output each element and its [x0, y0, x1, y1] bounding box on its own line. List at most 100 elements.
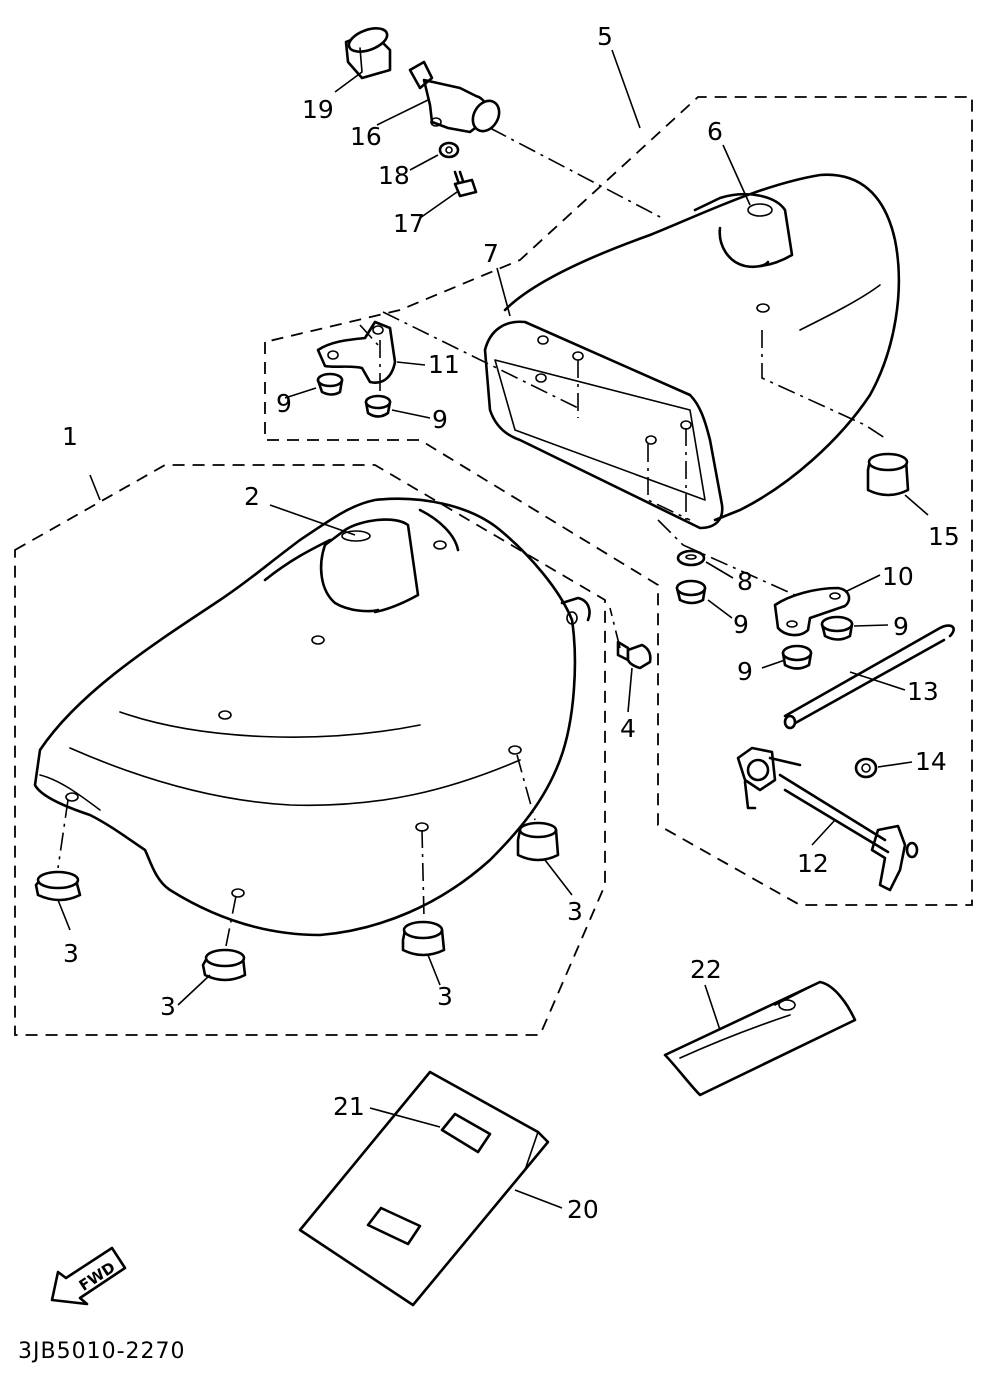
leader-line [89, 474, 101, 501]
chain-line [421, 829, 425, 919]
seat-lock-icon [736, 746, 919, 892]
chain-line [489, 127, 663, 219]
nut-icon [820, 615, 854, 641]
damper-icon [201, 948, 247, 982]
callout-12: 12 [797, 849, 829, 878]
callout-9: 9 [893, 612, 909, 641]
callout-17: 17 [393, 209, 425, 238]
washer-icon [854, 757, 878, 779]
manual-icon [298, 1070, 550, 1307]
leader-line [544, 859, 573, 896]
bracket-icon [773, 586, 851, 637]
damper-icon [34, 870, 82, 902]
leader-line [611, 49, 641, 129]
nut-icon [781, 644, 813, 670]
callout-15: 15 [928, 522, 960, 551]
callout-1: 1 [62, 422, 78, 451]
leader-line [396, 361, 426, 366]
leader-line [284, 387, 317, 399]
leader-line [514, 1189, 563, 1209]
key-cylinder-icon [408, 60, 501, 134]
leader-line [391, 409, 431, 419]
chain-line [57, 799, 69, 869]
callout-21: 21 [333, 1092, 365, 1121]
chain-line [761, 330, 889, 441]
leader-line [849, 671, 906, 691]
callout-9: 9 [733, 610, 749, 639]
leader-line [705, 561, 734, 579]
callout-3: 3 [63, 939, 79, 968]
callout-6: 6 [707, 117, 723, 146]
callout-19: 19 [302, 95, 334, 124]
callout-9: 9 [276, 389, 292, 418]
nut-icon [316, 372, 344, 396]
leader-line [496, 267, 511, 317]
callout-2: 2 [244, 482, 260, 511]
callout-9: 9 [737, 657, 753, 686]
group-5-boundary [264, 96, 973, 906]
washer-icon [676, 549, 706, 567]
washer-icon [438, 141, 460, 159]
leader-line [627, 667, 633, 713]
callout-16: 16 [350, 122, 382, 151]
chain-line [516, 754, 536, 821]
callout-7: 7 [483, 239, 499, 268]
callout-3: 3 [567, 897, 583, 926]
leader-line [409, 154, 439, 171]
manual-label-icon [440, 1112, 492, 1154]
leader-line [722, 144, 751, 206]
nut-icon [364, 394, 392, 418]
callout-13: 13 [907, 677, 939, 706]
bracket-icon [316, 320, 397, 384]
callout-5: 5 [597, 22, 613, 51]
leader-line [704, 984, 721, 1031]
leader-line [877, 761, 913, 768]
callout-3: 3 [160, 992, 176, 1021]
bolt-icon [616, 640, 652, 670]
leader-line [811, 819, 836, 846]
chain-line [359, 324, 379, 346]
cap-icon [344, 27, 392, 80]
manual-label-icon [366, 1206, 422, 1246]
nut-icon [675, 579, 707, 605]
leader-line [419, 191, 458, 219]
chain-line [225, 895, 237, 947]
leader-line [57, 899, 71, 931]
leader-line [844, 574, 881, 593]
leader-line [177, 974, 211, 1006]
diagram-code: 3JB5010-2270 [18, 1339, 186, 1364]
callout-14: 14 [915, 747, 947, 776]
damper-icon [401, 920, 446, 957]
callout-20: 20 [567, 1195, 599, 1224]
front-seat [33, 497, 591, 937]
fwd-arrow-icon: FWD [50, 1246, 127, 1306]
chain-line [382, 311, 579, 409]
pouch-icon [663, 980, 857, 1097]
leader-line [707, 599, 733, 619]
leader-line [334, 71, 363, 93]
callout-8: 8 [737, 567, 753, 596]
leader-line [427, 954, 441, 986]
leader-line [269, 504, 356, 536]
chain-line [657, 519, 796, 596]
callout-3: 3 [437, 982, 453, 1011]
screw-icon [453, 170, 478, 198]
leader-line [761, 659, 786, 669]
group-1-boundary [14, 464, 606, 1036]
damper-icon [516, 821, 560, 862]
callout-4: 4 [620, 714, 636, 743]
leader-line [369, 1107, 441, 1128]
leader-line [904, 494, 929, 516]
callout-9: 9 [432, 405, 448, 434]
callout-18: 18 [378, 161, 410, 190]
chain-line [609, 607, 621, 649]
leader-line [376, 99, 429, 126]
fwd-label: FWD [76, 1258, 119, 1294]
rod-icon [783, 624, 955, 730]
rear-seat [483, 173, 901, 530]
callout-22: 22 [690, 955, 722, 984]
callout-11: 11 [428, 350, 460, 379]
damper-icon [866, 452, 910, 497]
leader-line [853, 624, 889, 627]
